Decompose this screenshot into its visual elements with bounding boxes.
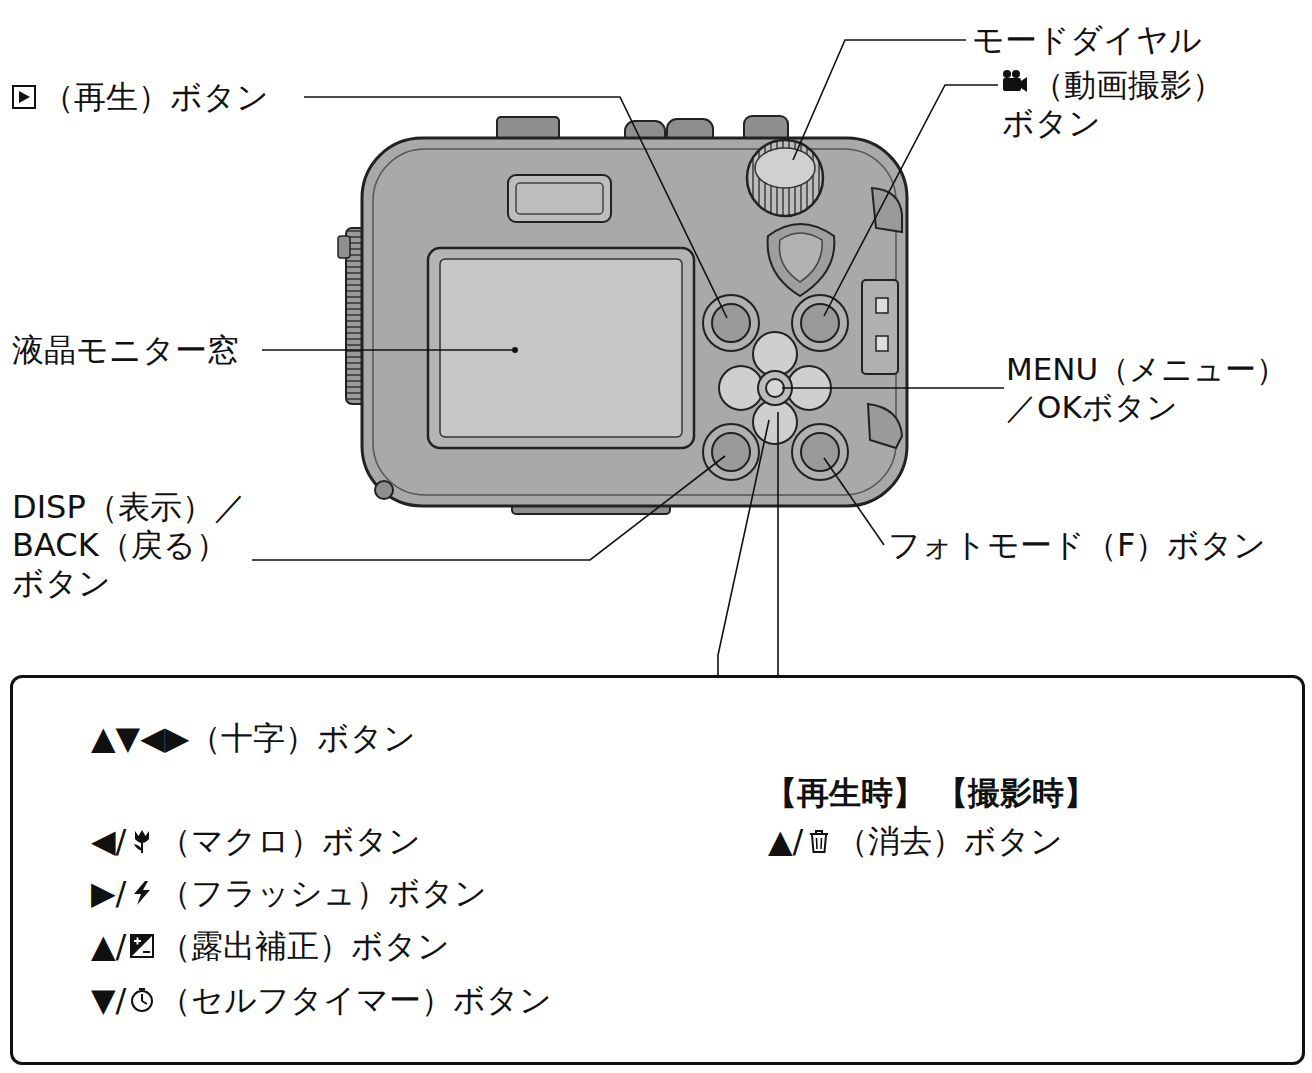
button-description: （フラッシュ）ボタン	[159, 874, 487, 912]
timer-icon	[128, 986, 156, 1014]
button-label: （再生）ボタン	[42, 78, 269, 116]
button-label: DISP（表示）／ BACK（戻る） ボタン	[12, 488, 280, 602]
trash-icon	[805, 827, 833, 855]
button-description: （マクロ）ボタン	[159, 822, 421, 860]
button-description: ▲▼◀▶（十字）ボタン	[91, 719, 416, 757]
button-description: ▲/	[91, 927, 126, 965]
dial-label: モードダイヤル	[972, 21, 1202, 59]
flash-icon	[128, 879, 156, 907]
button-description: （セルフタイマー）ボタン	[159, 981, 552, 1019]
button-description: ◀/	[91, 822, 126, 860]
button-label: （動画撮影） ボタン	[1002, 66, 1238, 142]
button-label: フォトモード（F）ボタン	[888, 526, 1266, 564]
monitor-label: 液晶モニター窓	[12, 331, 239, 369]
button-description: ▲/	[768, 822, 803, 860]
button-description: （露出補正）ボタン	[159, 927, 450, 965]
button-description: 【再生時】 【撮影時】	[765, 774, 1096, 812]
legend-box: ▲▼◀▶（十字）ボタン ◀/ （マクロ）ボタン ▶/ （フラッシュ）ボタン ▲/ （露出補正…	[10, 675, 1305, 1065]
exposure-icon	[128, 932, 156, 960]
button-label: MENU（メニュー） ／OKボタン	[1006, 350, 1306, 426]
button-description: ▼/	[91, 981, 126, 1019]
button-description: ▶/	[91, 874, 126, 912]
button-description: （消去）ボタン	[836, 822, 1063, 860]
macro-icon	[128, 827, 156, 855]
